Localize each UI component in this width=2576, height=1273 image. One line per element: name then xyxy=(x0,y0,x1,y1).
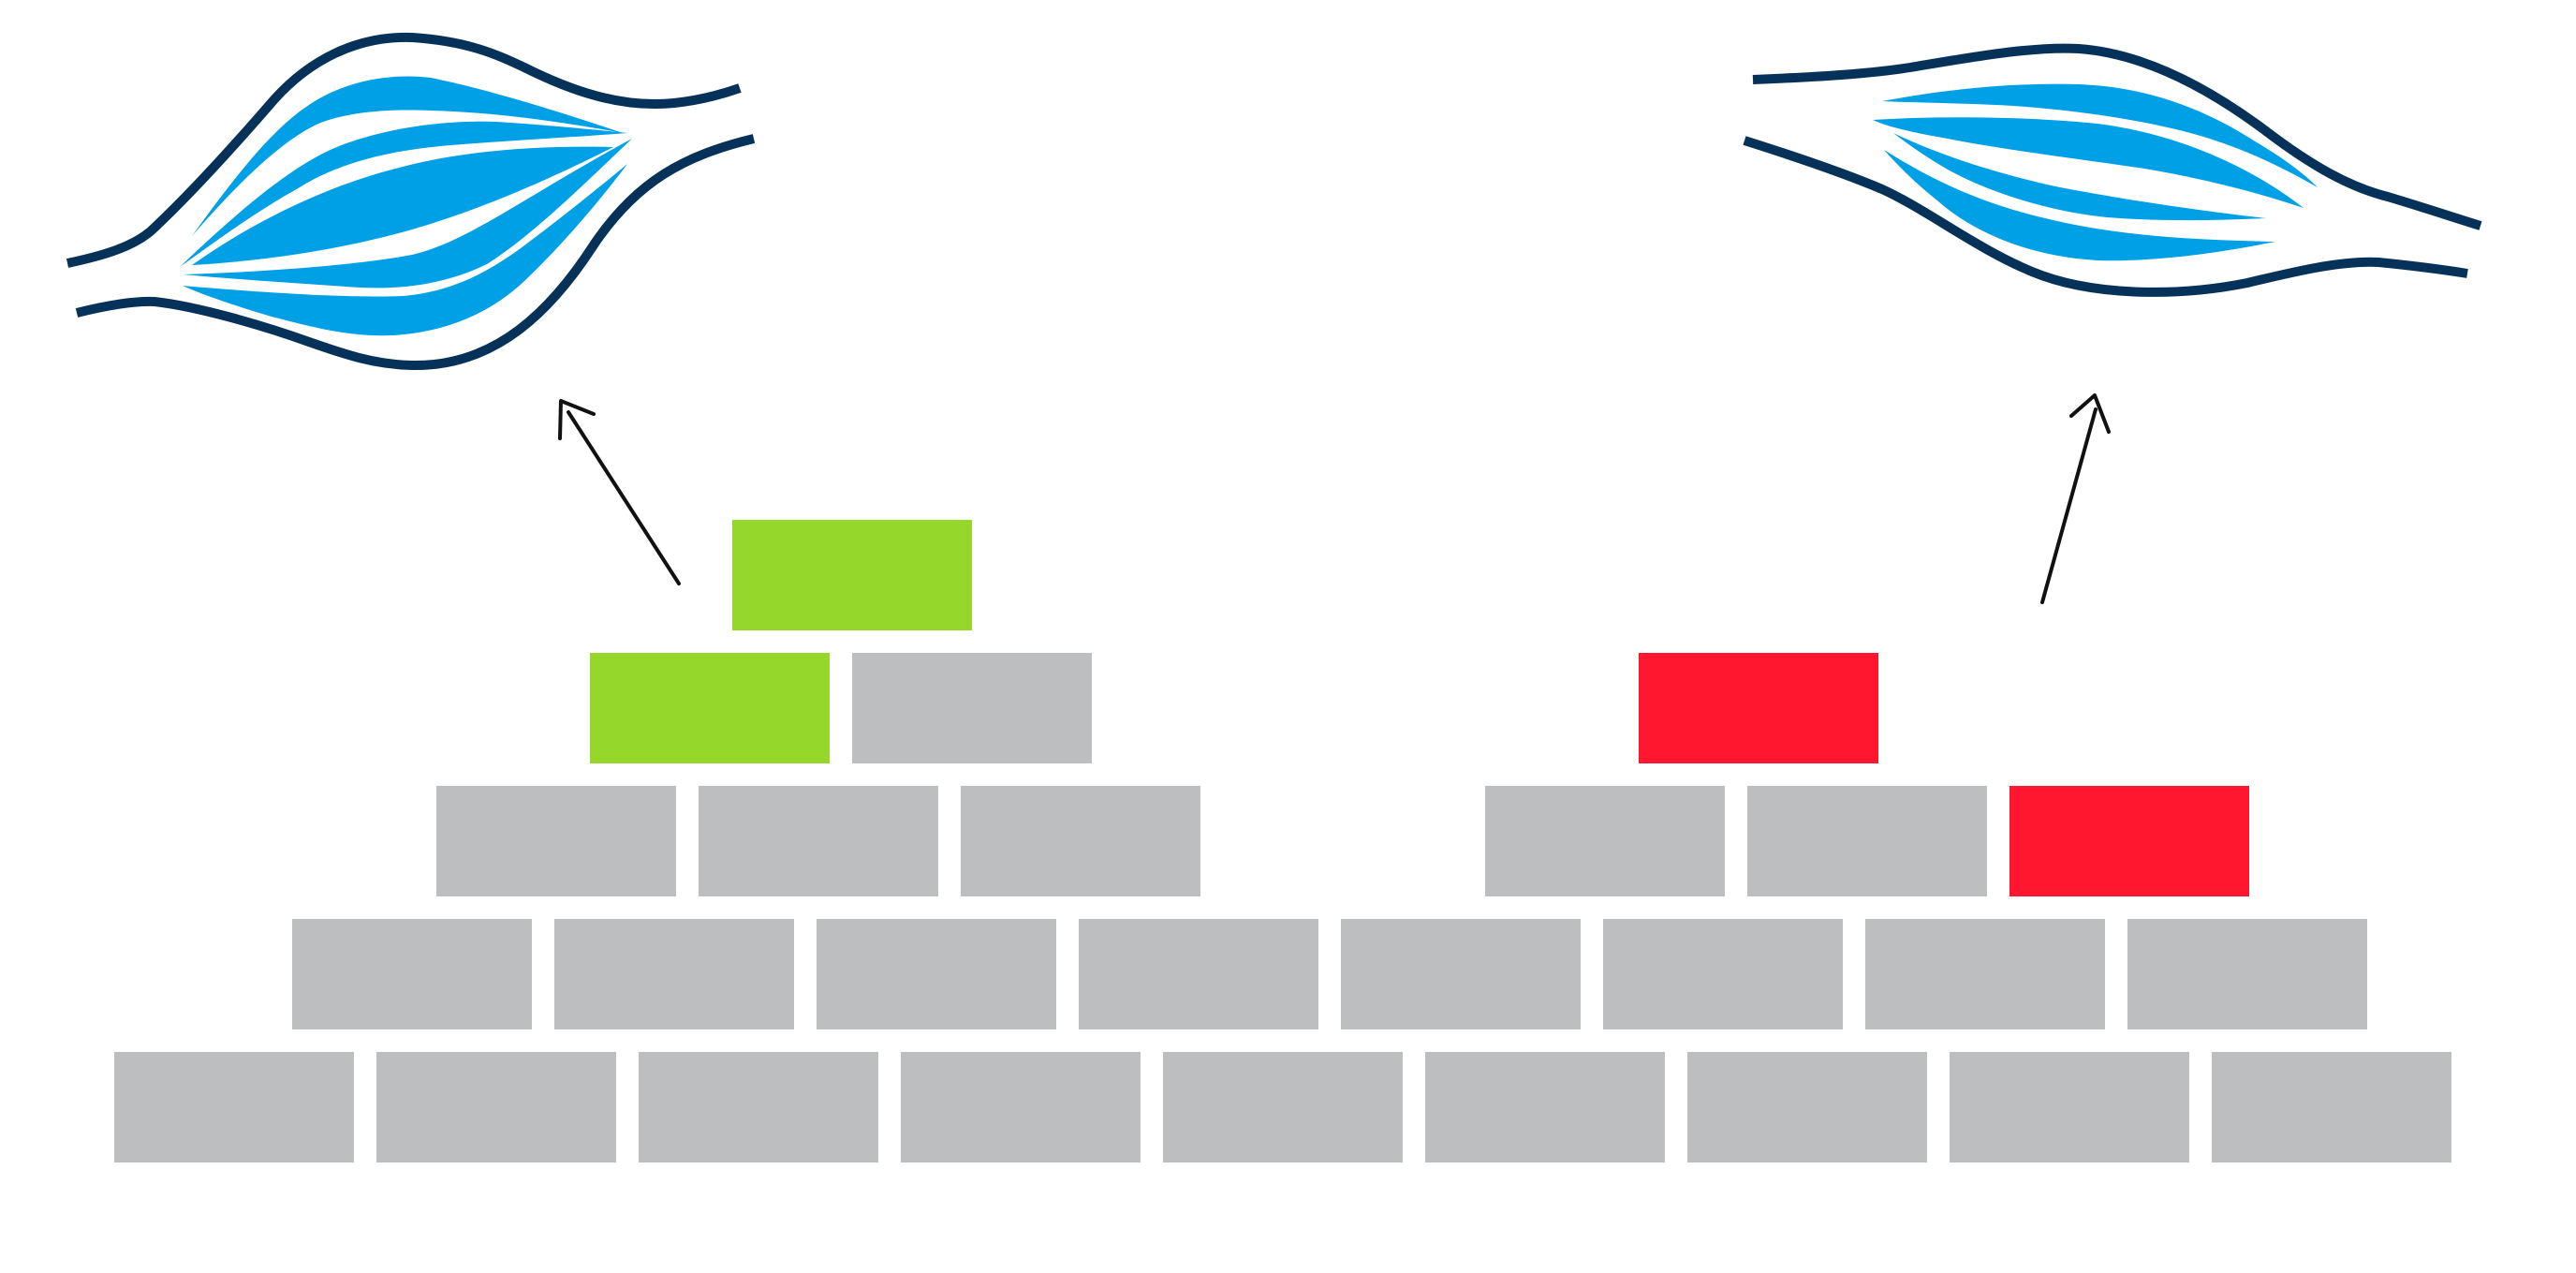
pyramid-block-neutral xyxy=(1425,1052,1665,1162)
pyramid-block-neutral xyxy=(436,786,676,896)
right-muscle-icon xyxy=(1743,43,2482,297)
right-muscle-outline-top xyxy=(1752,43,2482,230)
pyramid-block-neutral xyxy=(1950,1052,2189,1162)
muscle-fiber xyxy=(1884,150,2275,261)
right-arrow-head xyxy=(2069,393,2111,434)
left-arrow-icon xyxy=(558,399,681,585)
pyramid-block-neutral xyxy=(2127,919,2367,1029)
pyramid-block-neutral xyxy=(1341,919,1581,1029)
pyramid-block-green xyxy=(732,520,972,630)
muscle-fiber xyxy=(1873,117,2304,208)
muscle-fiber xyxy=(183,164,627,336)
left-muscle-icon xyxy=(66,32,756,371)
pyramid-block-neutral xyxy=(1603,919,1843,1029)
pyramid-block-neutral xyxy=(901,1052,1141,1162)
muscle-fiber xyxy=(1882,83,2318,187)
block-pyramid xyxy=(114,520,2451,1162)
pyramid-block-neutral xyxy=(639,1052,878,1162)
left-arrow-head xyxy=(558,399,596,440)
pyramid-block-neutral xyxy=(2212,1052,2451,1162)
left-muscle-outline-bottom xyxy=(75,134,756,371)
pyramid-block-neutral xyxy=(817,919,1056,1029)
pyramid-block-red xyxy=(1639,653,1878,763)
right-muscle-fibers xyxy=(1873,83,2318,261)
right-arrow-shaft xyxy=(2040,407,2098,604)
pyramid-block-neutral xyxy=(114,1052,354,1162)
pyramid-block-neutral xyxy=(1865,919,2105,1029)
pyramid-block-neutral xyxy=(1079,919,1318,1029)
left-muscle-fibers xyxy=(180,76,632,336)
right-muscle-outline-bottom xyxy=(1743,136,2468,297)
pyramid-block-neutral xyxy=(292,919,532,1029)
pyramid-block-green xyxy=(590,653,830,763)
left-muscle-outline-top xyxy=(66,32,742,268)
pyramid-block-neutral xyxy=(1163,1052,1403,1162)
muscle-fiber xyxy=(1893,133,2266,221)
pyramid-block-neutral xyxy=(554,919,794,1029)
pyramid-block-neutral xyxy=(1485,786,1725,896)
pyramid-block-neutral xyxy=(852,653,1092,763)
right-arrow-icon xyxy=(2040,393,2111,604)
pyramid-block-red xyxy=(2009,786,2249,896)
muscle-fiber xyxy=(192,146,613,265)
muscle-fiber xyxy=(192,76,623,236)
pyramid-block-neutral xyxy=(961,786,1200,896)
pyramid-block-neutral xyxy=(1747,786,1987,896)
left-arrow-shaft xyxy=(567,410,681,585)
pyramid-block-neutral xyxy=(1687,1052,1927,1162)
pyramid-block-neutral xyxy=(376,1052,616,1162)
muscle-fiber xyxy=(183,139,632,289)
muscle-fiber xyxy=(180,121,627,267)
pyramid-block-neutral xyxy=(699,786,938,896)
